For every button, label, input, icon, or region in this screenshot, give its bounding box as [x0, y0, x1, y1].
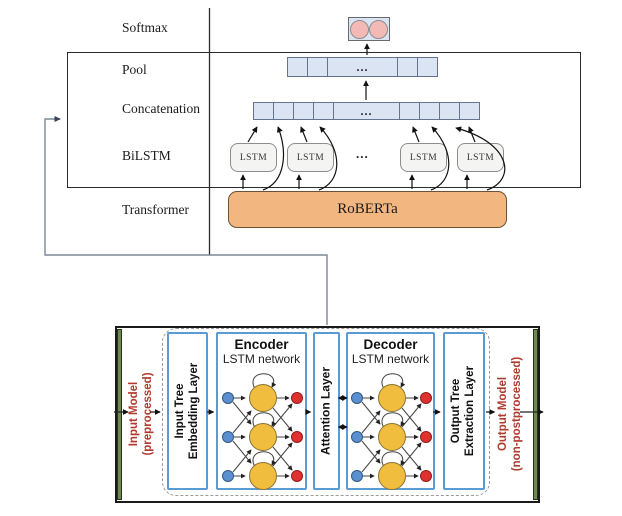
- softmax-unit: [369, 19, 388, 39]
- concat-cell: [314, 103, 334, 119]
- concat-cell: [460, 103, 479, 119]
- concat-cell: [254, 103, 274, 119]
- extraction-line2: Extraction Layer: [464, 365, 476, 457]
- encoder-box: Encoder LSTM network: [216, 332, 307, 490]
- decoder-title: Decoder: [363, 337, 418, 352]
- encoder-subtitle: LSTM network: [222, 352, 301, 366]
- lstm-box-2: LSTM: [287, 143, 334, 172]
- output-io-bar: [533, 329, 538, 500]
- lstm-row-ellipsis: ...: [356, 146, 369, 161]
- row-label-softmax: Softmax: [122, 20, 168, 35]
- pool-ellipsis: ...: [328, 58, 398, 76]
- embedding-layer-label: Input Tree Embedding Layer: [173, 363, 201, 460]
- pool-cell: [288, 58, 308, 76]
- embedding-line1: Input Tree: [173, 383, 186, 439]
- concat-cell: [400, 103, 420, 119]
- attention-layer-label: Attention Layer: [318, 366, 333, 456]
- pool-cell: [308, 58, 328, 76]
- roberta-box: RoBERTa: [228, 191, 507, 228]
- embedding-layer-box: [167, 332, 208, 490]
- lstm-box-1: LSTM: [230, 143, 277, 172]
- lstm-box-4: LSTM: [457, 143, 504, 172]
- input-model-line1: Input Model: [127, 381, 140, 447]
- attention-layer-box: [313, 332, 340, 490]
- output-model-line2: (non-postprocessed): [511, 356, 523, 472]
- concat-ellipsis: ...: [334, 103, 400, 119]
- input-model-line2: (preprocessed): [142, 372, 154, 456]
- output-model-line1: Output Model: [496, 376, 509, 452]
- row-label-pool: Pool: [122, 62, 147, 77]
- row-label-transformer: Transformer: [122, 202, 189, 217]
- pool-cell: [398, 58, 418, 76]
- input-model-label: Input Model (preprocessed): [127, 372, 155, 455]
- output-model-label: Output Model (non-postprocessed): [496, 357, 524, 471]
- concat-cell: [420, 103, 440, 119]
- pool-cell: [418, 58, 437, 76]
- encoder-title: Encoder: [234, 337, 289, 352]
- decoder-box: Decoder LSTM network: [346, 332, 435, 490]
- extraction-line1: Output Tree: [449, 378, 462, 444]
- extraction-layer-box: [443, 332, 485, 490]
- softmax-unit: [350, 19, 369, 39]
- extraction-layer-label: Output Tree Extraction Layer: [449, 366, 477, 456]
- pool-vector: ...: [287, 57, 438, 77]
- lstm-box-3: LSTM: [400, 143, 447, 172]
- decoder-subtitle: LSTM network: [351, 352, 430, 366]
- concat-cell: [440, 103, 460, 119]
- concat-cell: [274, 103, 294, 119]
- softmax-output-box: [348, 17, 390, 41]
- concat-cell: [294, 103, 314, 119]
- concatenation-vector: ...: [253, 102, 480, 120]
- embedding-line2: Embedding Layer: [188, 362, 200, 460]
- row-label-concatenation: Concatenation: [122, 101, 200, 116]
- input-io-bar: [117, 329, 122, 500]
